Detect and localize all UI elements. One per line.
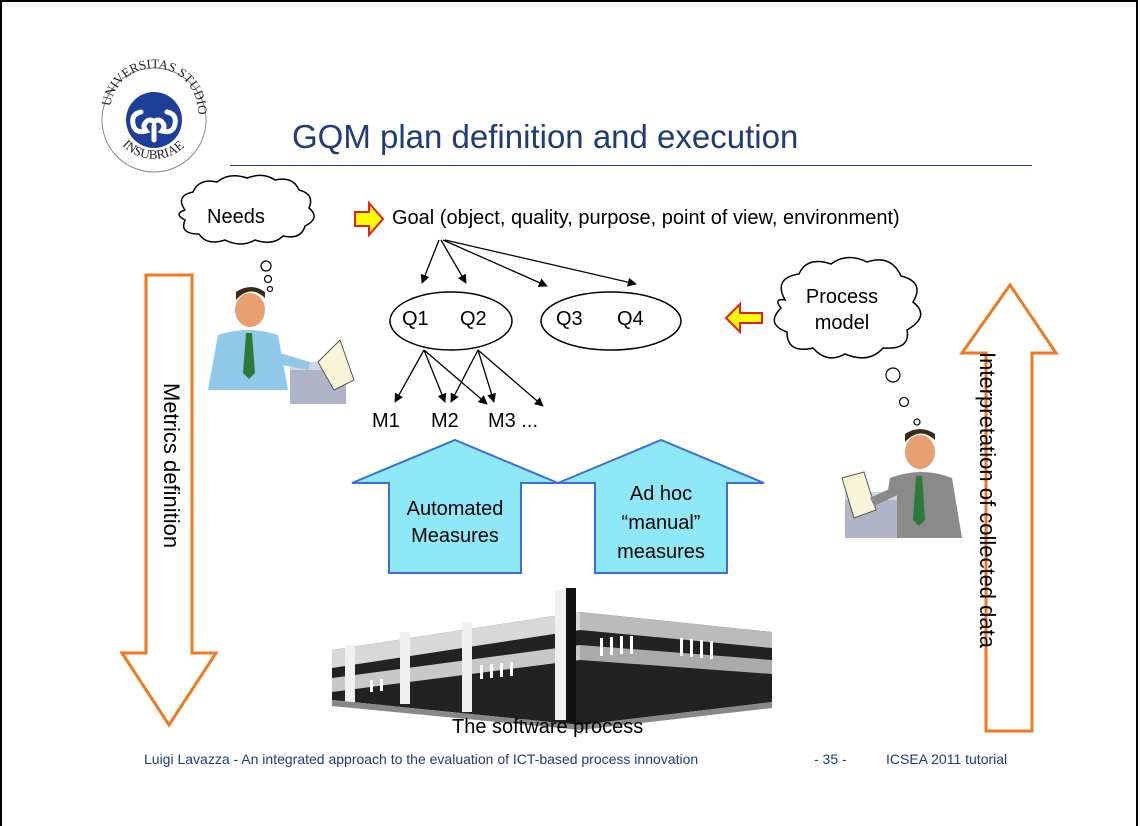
footer-right: ICSEA 2011 tutorial: [886, 751, 1008, 767]
slide-title: GQM plan definition and execution: [292, 118, 799, 155]
process-model-label-line2: model: [814, 312, 870, 334]
needs-label: Needs: [207, 206, 265, 228]
process-model-cloud: [773, 256, 922, 359]
process-model-label-line1: Process: [805, 286, 879, 308]
question-q4: Q4: [617, 308, 644, 330]
q1-q2-ellipse: [389, 291, 513, 351]
metric-m1: M1: [372, 410, 400, 432]
metrics-definition-label: Metrics definition: [159, 383, 184, 549]
interpretation-arrow: [959, 282, 1059, 733]
adhoc-label-line3: measures: [617, 541, 705, 563]
automated-label-line2: Measures: [411, 525, 499, 547]
question-q1: Q1: [402, 308, 429, 330]
metric-m3: M3 ...: [488, 410, 539, 432]
metric-m2: M2: [431, 410, 459, 432]
automated-measures-arrow: [351, 438, 559, 574]
q3-q4-ellipse: [540, 291, 682, 351]
footer-page-number: - 35 -: [814, 751, 847, 767]
automated-label-line1: Automated: [406, 498, 504, 520]
adhoc-measures-arrow: [557, 438, 765, 574]
person-left-clipart: [208, 287, 355, 404]
needs-cloud: [178, 174, 315, 245]
title-rule: [230, 165, 1032, 166]
building-clipart: [332, 588, 772, 730]
metrics-definition-arrow: [119, 273, 219, 728]
university-logo: UNIVERSITAS STUDIORUM INSUBRIAE: [0, 0, 210, 173]
person-right-clipart: [841, 429, 962, 538]
goal-question-arrows: [420, 239, 637, 287]
question-q2: Q2: [460, 308, 487, 330]
question-q3: Q3: [556, 308, 583, 330]
adhoc-label-line2: “manual”: [621, 512, 701, 534]
interpretation-label: Interpretation of collected data: [975, 352, 1000, 648]
adhoc-label-line1: Ad hoc: [629, 483, 693, 505]
question-metric-arrows: [394, 349, 544, 407]
goal-label: Goal (object, quality, purpose, point of…: [392, 207, 900, 229]
footer-left: Luigi Lavazza - An integrated approach t…: [144, 751, 699, 767]
needs-to-goal-arrow: [354, 200, 385, 238]
software-process-label: The software process: [452, 716, 644, 738]
process-model-arrow: [724, 301, 763, 335]
